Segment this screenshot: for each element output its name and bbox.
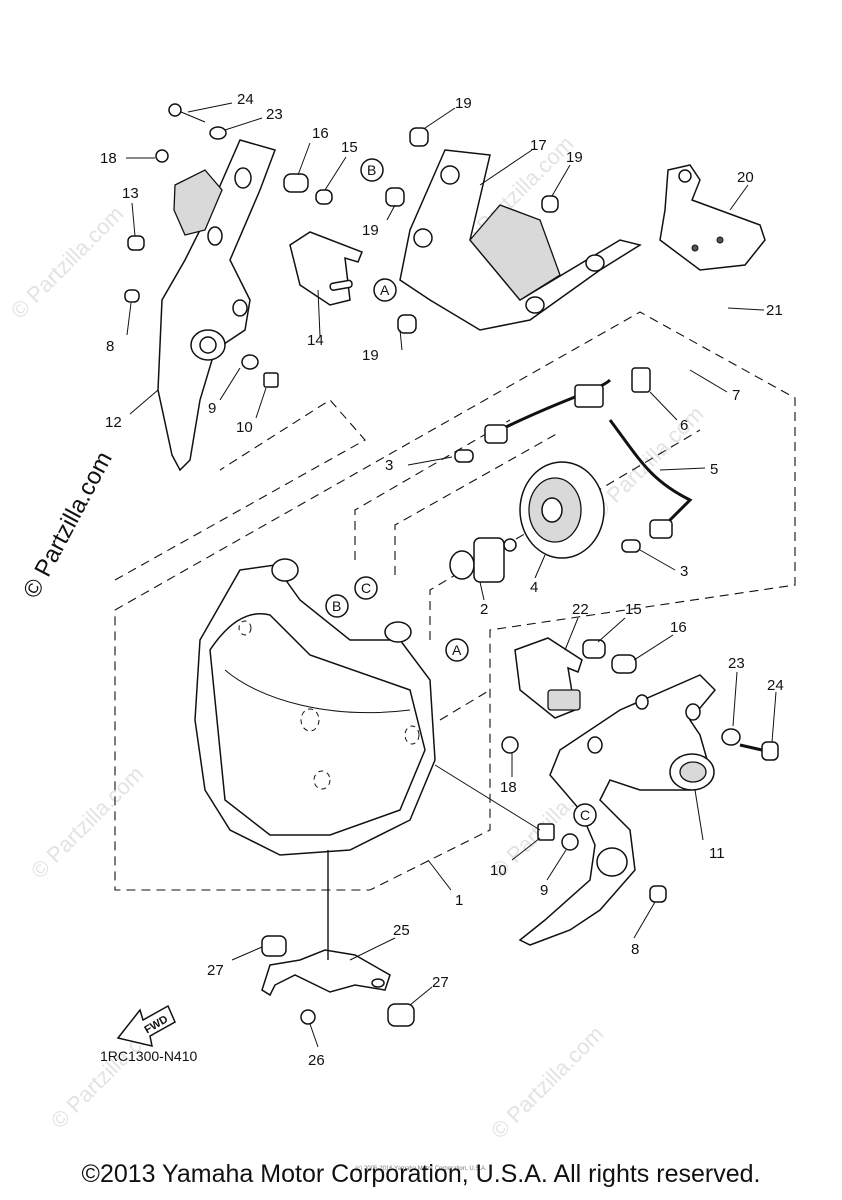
callout-8: 8: [631, 941, 639, 958]
callout-18: 18: [500, 779, 517, 796]
callout-13: 13: [122, 185, 139, 202]
callout-8: 8: [106, 338, 114, 355]
callout-27: 27: [207, 962, 224, 979]
part-17-cover: [399, 149, 642, 331]
callout-21: 21: [766, 302, 783, 319]
callout-16: 16: [670, 619, 687, 636]
part-2-headlight-bulb: [449, 537, 517, 583]
callout-10: 10: [236, 419, 253, 436]
part-4-bulb-cover: [519, 461, 605, 559]
part-14-bracket: [289, 231, 363, 306]
part-22-bracket: [514, 637, 583, 719]
callout-26: 26: [308, 1052, 325, 1069]
callout-24: 24: [237, 91, 254, 108]
callout-labels: 1 2 3 3 4 5 6 7 8 8 9 9 10 10 11 12 13 1…: [100, 91, 784, 1069]
copyright-notice: ©2013 Yamaha Motor Corporation, U.S.A. A…: [81, 1160, 761, 1188]
callout-12: 12: [105, 414, 122, 431]
callout-7: 7: [732, 387, 740, 404]
part-12-left-bracket: [157, 139, 276, 472]
callout-15: 15: [625, 601, 642, 618]
part-3-bulbs: [454, 449, 641, 553]
callout-10: 10: [490, 862, 507, 879]
part-25-lower-stay: [261, 935, 415, 1027]
letter-marker: C: [361, 580, 371, 596]
callout-23: 23: [266, 106, 283, 123]
letter-marker: C: [580, 807, 590, 823]
letter-marker: B: [367, 162, 376, 178]
fine-print: (c) 2005-2016 Yamaha Motor Corporation, …: [355, 1166, 487, 1172]
diagram-part-code: 1RC1300-N410: [100, 1048, 198, 1064]
part-20-stay: [659, 164, 766, 271]
callout-6: 6: [680, 417, 688, 434]
callout-19: 19: [362, 347, 379, 364]
callout-19: 19: [455, 95, 472, 112]
callout-27: 27: [432, 974, 449, 991]
callout-20: 20: [737, 169, 754, 186]
callout-11: 11: [709, 845, 725, 862]
callout-24: 24: [767, 677, 784, 694]
part-1-headlight-assembly: [194, 558, 436, 856]
callout-15: 15: [341, 139, 358, 156]
letter-marker: A: [452, 642, 462, 658]
callout-5: 5: [710, 461, 718, 478]
watermark: © Partzilla.com: [486, 1021, 609, 1144]
watermark: © Partzilla.com: [26, 761, 149, 884]
fasteners-right: [501, 639, 779, 903]
part-5-socket-cord: [484, 367, 693, 539]
callout-17: 17: [530, 137, 547, 154]
leader-lines: [126, 102, 777, 1048]
callout-19: 19: [566, 149, 583, 166]
letter-marker: B: [332, 598, 341, 614]
letter-markers: B A B C A C: [325, 158, 597, 827]
fwd-arrow: FWD: [116, 1004, 176, 1047]
callout-3: 3: [680, 563, 688, 580]
fasteners-top-left: [124, 103, 333, 388]
callout-1: 1: [455, 892, 463, 909]
callout-16: 16: [312, 125, 329, 142]
callout-3: 3: [385, 457, 393, 474]
part-11-right-bracket: [518, 674, 717, 946]
grommets-19: [385, 127, 559, 334]
callout-22: 22: [572, 601, 589, 618]
callout-9: 9: [208, 400, 216, 417]
callout-23: 23: [728, 655, 745, 672]
letter-marker: A: [380, 282, 390, 298]
callout-25: 25: [393, 922, 410, 939]
callout-2: 2: [480, 601, 488, 618]
watermark: © Partzilla.com: [6, 201, 129, 324]
callout-18: 18: [100, 150, 117, 167]
callout-19: 19: [362, 222, 379, 239]
callout-4: 4: [530, 579, 538, 596]
callout-9: 9: [540, 882, 548, 899]
callout-14: 14: [307, 332, 324, 349]
